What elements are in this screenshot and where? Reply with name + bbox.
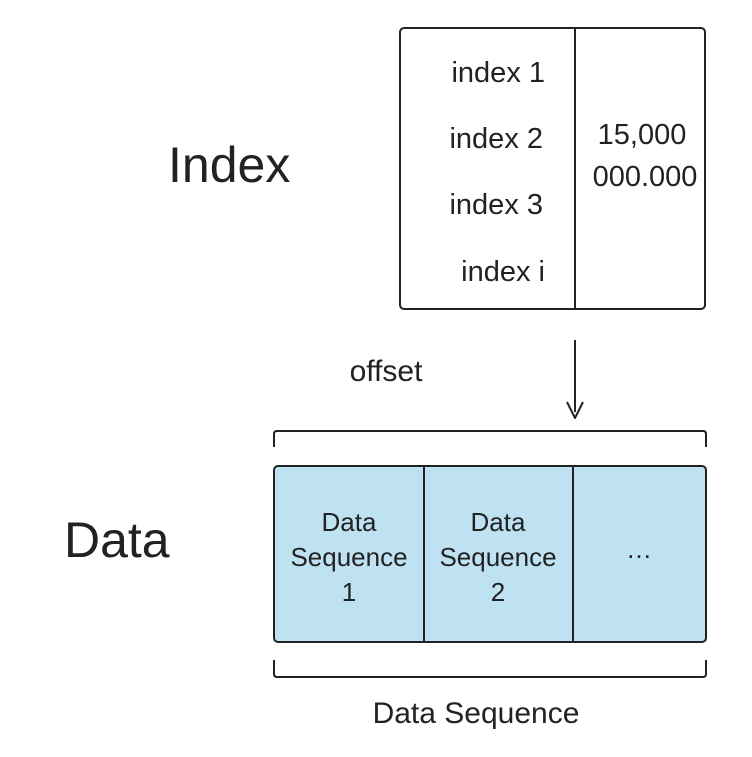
index-heading: Index xyxy=(168,137,290,193)
data-cell-ellipsis: … xyxy=(626,534,652,564)
data-cell-2: Data Sequence 2 xyxy=(439,507,556,607)
data-cell-1-line-1: Data xyxy=(322,507,377,537)
offset-label: offset xyxy=(350,355,423,388)
data-cell-2-line-1: Data xyxy=(471,507,526,537)
index-entry-2: index 2 xyxy=(449,123,543,155)
top-bracket xyxy=(273,430,707,447)
data-cell-1-line-2: Sequence xyxy=(290,542,407,572)
data-cell-ellipsis-label: … xyxy=(626,534,652,564)
data-sequence-caption: Data Sequence xyxy=(373,697,580,730)
data-cell-2-line-2: Sequence xyxy=(439,542,556,572)
data-heading: Data xyxy=(64,512,170,568)
index-entry-1: index 1 xyxy=(451,57,545,89)
index-table: index 1 index 2 index 3 index i 15,000 0… xyxy=(399,27,706,310)
index-value-line-2: 000.000 xyxy=(593,161,698,193)
data-cell-2-line-3: 2 xyxy=(491,577,505,607)
arrow-down-icon xyxy=(566,401,584,419)
data-row-border xyxy=(273,465,707,643)
offset-arrow xyxy=(566,340,584,419)
index-entry-i: index i xyxy=(461,256,545,288)
index-value-line-1: 15,000 xyxy=(598,119,687,151)
index-entry-3: index 3 xyxy=(449,189,543,221)
index-table-border xyxy=(399,27,706,310)
data-row: Data Sequence 1 Data Sequence 2 … xyxy=(273,465,707,643)
bottom-bracket xyxy=(273,660,707,678)
data-cell-1-line-3: 1 xyxy=(342,577,356,607)
data-cell-1: Data Sequence 1 xyxy=(290,507,407,607)
